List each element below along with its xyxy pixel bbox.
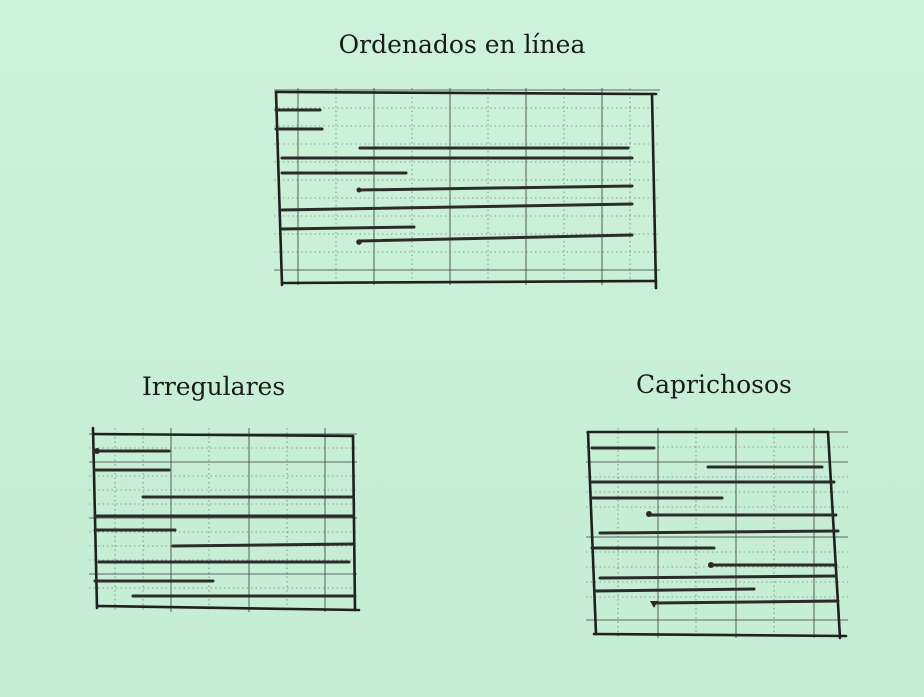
bars-caprichosos	[590, 446, 840, 608]
title-ordenados: Ordenados en línea	[338, 30, 586, 59]
frame-irregulares	[91, 426, 361, 612]
title-caprichosos: Caprichosos	[636, 370, 792, 399]
diagram-caprichosos	[586, 428, 848, 640]
bars-irregulares	[93, 448, 357, 598]
frame-ordenados	[274, 90, 658, 290]
title-irregulares: Irregulares	[142, 372, 286, 401]
diagram-ordenados	[274, 88, 660, 290]
frame-caprichosos	[586, 430, 848, 640]
grid-ordenados	[274, 88, 660, 285]
grid-irregulares	[89, 428, 357, 612]
diagram-irregulares	[89, 426, 361, 612]
bars-ordenados	[274, 108, 634, 245]
